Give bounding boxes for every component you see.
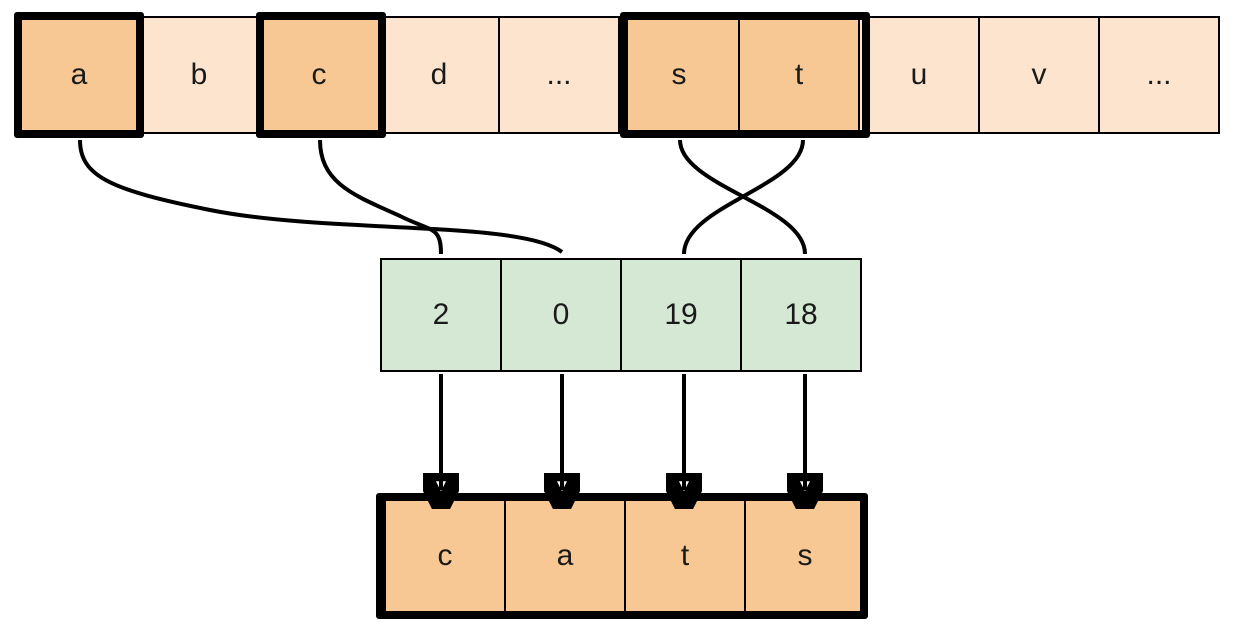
result-cell-label: c [437, 539, 453, 572]
index-cell-0[interactable]: 2 [380, 258, 502, 372]
alphabet-cell-label: c [311, 58, 327, 91]
result-cell-3[interactable]: s [744, 497, 866, 615]
result-row: c a t s [384, 497, 866, 615]
index-cell-2[interactable]: 19 [620, 258, 742, 372]
connector-s-to-index-3 [678, 139, 807, 255]
alphabet-cell-label: u [910, 58, 928, 91]
alphabet-cell-ellipsis-1[interactable]: ... [498, 16, 620, 134]
result-cell-label: a [556, 539, 574, 572]
alphabet-cell-label: v [1031, 58, 1047, 91]
alphabet-cell-c[interactable]: c [258, 16, 380, 134]
alphabet-cell-t[interactable]: t [738, 16, 860, 134]
alphabet-cell-ellipsis-2[interactable]: ... [1098, 16, 1220, 134]
index-cell-3[interactable]: 18 [740, 258, 862, 372]
connector-t-to-index-2 [682, 139, 805, 255]
index-cell-label: 19 [664, 298, 698, 331]
result-cell-1[interactable]: a [504, 497, 626, 615]
result-cell-2[interactable]: t [624, 497, 746, 615]
alphabet-cell-u[interactable]: u [858, 16, 980, 134]
connector-a-to-index-1 [78, 139, 564, 254]
connector-c-to-index-0 [318, 139, 443, 255]
alphabet-cell-label: b [190, 58, 208, 91]
alphabet-cell-label: a [70, 58, 88, 91]
alphabet-cell-s[interactable]: s [618, 16, 740, 134]
index-row: 2 0 19 18 [380, 258, 862, 372]
index-cell-1[interactable]: 0 [500, 258, 622, 372]
alphabet-cell-label: ... [1146, 58, 1172, 91]
alphabet-cell-a[interactable]: a [18, 16, 140, 134]
alphabet-cell-b[interactable]: b [138, 16, 260, 134]
index-cell-label: 18 [784, 298, 818, 331]
alphabet-cell-v[interactable]: v [978, 16, 1100, 134]
alphabet-cell-label: d [430, 58, 448, 91]
alphabet-row: a b c d ... s t u v ... [18, 16, 1220, 134]
alphabet-cell-label: t [794, 58, 804, 91]
alphabet-cell-label: ... [546, 58, 572, 91]
alphabet-cell-d[interactable]: d [378, 16, 500, 134]
result-cell-label: t [680, 539, 690, 572]
alphabet-cell-label: s [671, 58, 687, 91]
result-cell-label: s [797, 539, 813, 572]
index-cell-label: 2 [432, 298, 450, 331]
result-cell-0[interactable]: c [384, 497, 506, 615]
index-cell-label: 0 [552, 298, 570, 331]
